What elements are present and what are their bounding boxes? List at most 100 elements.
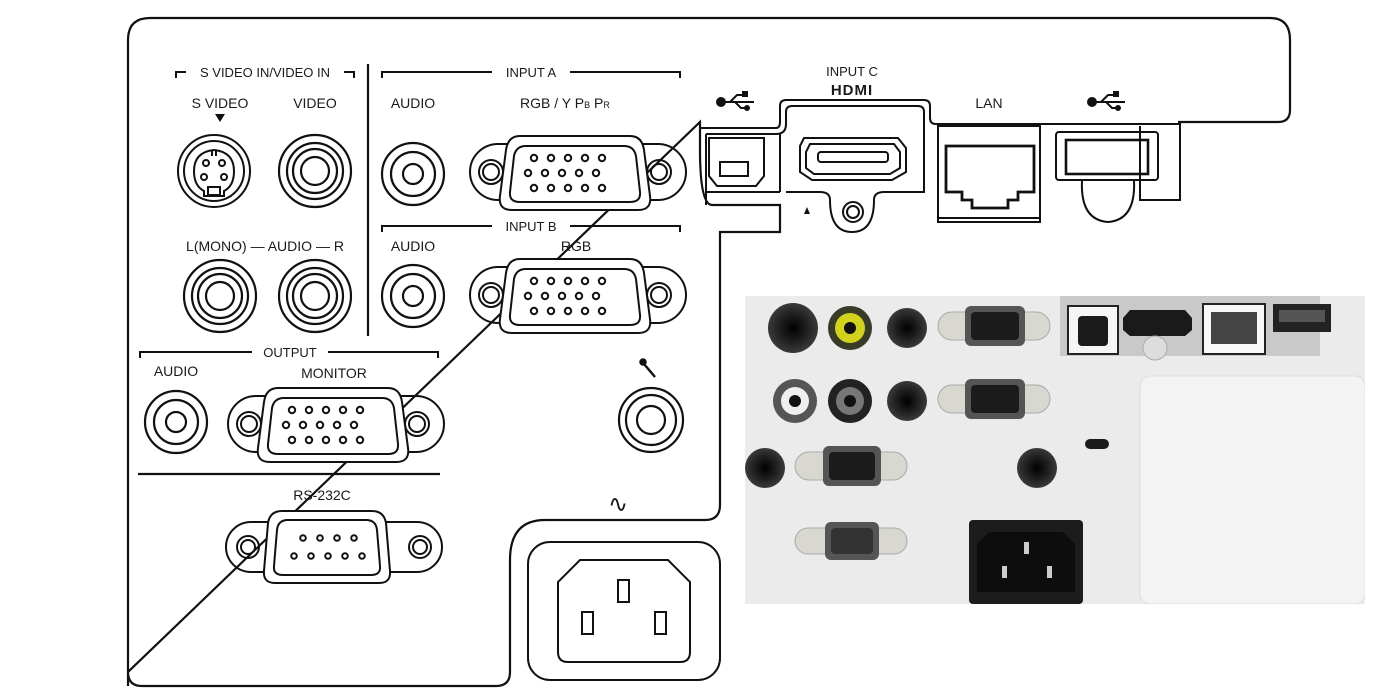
pin bbox=[546, 306, 556, 316]
label-input-a-audio: AUDIO bbox=[391, 95, 435, 111]
pin bbox=[349, 420, 359, 430]
usb-icon bbox=[1087, 91, 1125, 111]
photo-usb-b bbox=[1067, 305, 1119, 355]
photo-lan bbox=[1202, 303, 1266, 355]
pin bbox=[529, 183, 539, 193]
group-label-input-c: INPUT C bbox=[826, 64, 878, 79]
pin bbox=[321, 405, 331, 415]
audio-right-port[interactable] bbox=[277, 258, 353, 334]
pin bbox=[523, 291, 533, 301]
photo-output-audio-jack bbox=[745, 448, 785, 488]
pin bbox=[563, 276, 573, 286]
label-output-audio: AUDIO bbox=[154, 363, 198, 379]
photo-mic-jack bbox=[1017, 448, 1057, 488]
microphone-port[interactable] bbox=[617, 386, 685, 454]
pin bbox=[597, 306, 607, 316]
pin bbox=[355, 435, 365, 445]
input-a-audio-port[interactable] bbox=[380, 141, 446, 207]
pin bbox=[580, 153, 590, 163]
pin bbox=[540, 168, 550, 178]
group-input-a bbox=[381, 71, 681, 78]
input-a-rgb-port[interactable] bbox=[469, 135, 687, 211]
pin bbox=[591, 291, 601, 301]
pin bbox=[529, 153, 539, 163]
label-input-a-rgb: RGB / Y PB PR bbox=[520, 95, 610, 111]
label-input-b-rgb: RGB bbox=[561, 238, 591, 254]
vga-pins bbox=[523, 153, 607, 193]
pin bbox=[557, 291, 567, 301]
lan-port[interactable] bbox=[937, 125, 1041, 223]
group-label-input-b: INPUT B bbox=[505, 219, 556, 234]
pin bbox=[529, 306, 539, 316]
rs232c-port[interactable] bbox=[225, 510, 443, 584]
vga-pins bbox=[281, 405, 365, 445]
pin bbox=[341, 552, 349, 560]
pin bbox=[580, 183, 590, 193]
pin bbox=[333, 534, 341, 542]
pin bbox=[529, 276, 539, 286]
photo-audio-b-jack bbox=[887, 381, 927, 421]
photo-audio-l-jack bbox=[773, 379, 817, 423]
pin bbox=[299, 534, 307, 542]
usb-b-port[interactable] bbox=[708, 137, 765, 187]
photo-audio-r-jack bbox=[828, 379, 872, 423]
usb-icon bbox=[716, 91, 754, 111]
input-b-rgb-port[interactable] bbox=[469, 258, 687, 334]
pin bbox=[338, 435, 348, 445]
label-output-monitor: MONITOR bbox=[301, 365, 367, 381]
label-hdmi-logo: HDMI bbox=[831, 82, 873, 99]
photo-rs232c bbox=[794, 522, 908, 560]
pin bbox=[350, 534, 358, 542]
pin bbox=[563, 306, 573, 316]
pin bbox=[597, 183, 607, 193]
pin bbox=[338, 405, 348, 415]
pin bbox=[304, 405, 314, 415]
audio-left-port[interactable] bbox=[182, 258, 258, 334]
db9-pins bbox=[290, 534, 366, 560]
usb-a-port[interactable] bbox=[1055, 131, 1159, 224]
input-b-audio-port[interactable] bbox=[380, 263, 446, 329]
photo-hdmi bbox=[1123, 310, 1192, 336]
label-video: VIDEO bbox=[293, 95, 337, 111]
ac-power-inlet[interactable] bbox=[527, 541, 721, 681]
group-label-output: OUTPUT bbox=[263, 345, 317, 360]
pin bbox=[281, 420, 291, 430]
group-input-b bbox=[381, 225, 681, 232]
pin bbox=[580, 306, 590, 316]
pin bbox=[315, 420, 325, 430]
photo-vga-a bbox=[937, 306, 1051, 346]
pin bbox=[557, 168, 567, 178]
label-lan: LAN bbox=[975, 95, 1002, 111]
photo-usb-a bbox=[1273, 304, 1331, 332]
microphone-icon bbox=[639, 358, 656, 378]
label-rs232c: RS-232C bbox=[293, 487, 351, 503]
output-monitor-port[interactable] bbox=[227, 387, 445, 463]
triangle-marker-icon bbox=[804, 207, 810, 214]
pin bbox=[307, 552, 315, 560]
photo-ac-inlet bbox=[969, 520, 1083, 604]
output-audio-port[interactable] bbox=[143, 389, 209, 455]
panel-outline bbox=[126, 16, 1292, 688]
pin bbox=[290, 552, 298, 560]
pin bbox=[574, 291, 584, 301]
hdmi-port[interactable] bbox=[786, 124, 925, 234]
pin bbox=[546, 183, 556, 193]
photo-video-jack bbox=[828, 306, 872, 350]
group-svideo-video-in bbox=[175, 71, 355, 78]
photo-security-slot bbox=[1085, 439, 1109, 449]
label-s-video: S VIDEO bbox=[192, 95, 249, 111]
video-rca-port[interactable] bbox=[277, 133, 353, 209]
pin bbox=[540, 291, 550, 301]
group-output bbox=[139, 351, 439, 358]
pin bbox=[332, 420, 342, 430]
pin bbox=[563, 153, 573, 163]
s-video-port[interactable] bbox=[177, 134, 251, 208]
port-bezel-outline bbox=[700, 99, 1181, 201]
pin bbox=[355, 405, 365, 415]
pin bbox=[563, 183, 573, 193]
pin bbox=[580, 276, 590, 286]
pin bbox=[298, 420, 308, 430]
pin bbox=[597, 276, 607, 286]
pin bbox=[358, 552, 366, 560]
